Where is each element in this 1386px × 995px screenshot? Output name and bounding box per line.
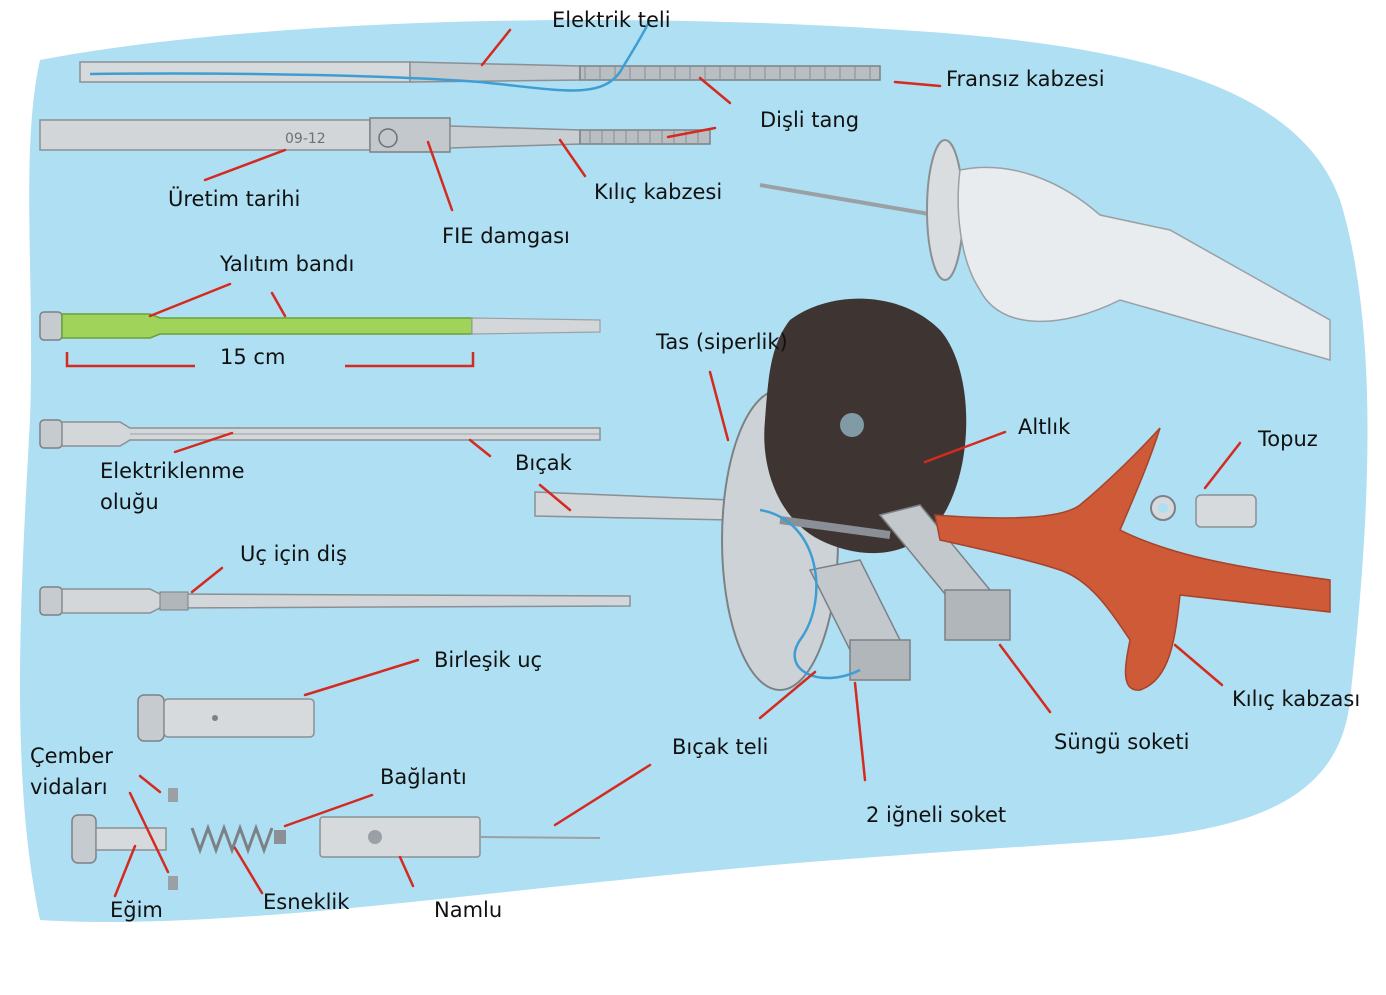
label-cember-vidalari-line1: Çember [30, 741, 113, 772]
label-fie-damgasi: FIE damgası [442, 224, 570, 248]
label-15-cm: 15 cm [220, 345, 285, 369]
label-kilic-kabzasi: Kılıç kabzası [1232, 687, 1360, 711]
label-tas-siperlik: Tas (siperlik) [656, 330, 788, 354]
stamp-text: 09-12 [285, 131, 326, 147]
label-disli-tang: Dişli tang [760, 108, 859, 132]
label-elektriklenme-olugu-line1: Elektriklenme [100, 456, 245, 487]
label-bicak: Bıçak [515, 451, 572, 475]
label-cember-vidalari: Çember vidaları [30, 741, 113, 803]
label-bicak-teli: Bıçak teli [672, 735, 768, 759]
label-elektriklenme-olugu-line2: oluğu [100, 487, 245, 518]
label-baglanti: Bağlantı [380, 765, 467, 789]
label-kilic-kabzesi: Kılıç kabzesi [594, 180, 722, 204]
label-elektrik-teli: Elektrik teli [552, 8, 671, 32]
label-egim: Eğim [110, 898, 163, 922]
label-altlik: Altlık [1018, 415, 1070, 439]
label-birlesik-uc: Birleşik uç [434, 648, 542, 672]
label-sungu-soketi: Süngü soketi [1054, 730, 1189, 754]
label-fransiz-kabzesi: Fransız kabzesi [946, 67, 1105, 91]
label-uretim-tarihi: Üretim tarihi [168, 187, 300, 211]
label-yalitim-bandi: Yalıtım bandı [220, 252, 354, 276]
label-esneklik: Esneklik [263, 890, 349, 914]
label-namlu: Namlu [434, 898, 502, 922]
label-elektriklenme-olugu: Elektriklenme oluğu [100, 456, 245, 518]
label-topuz: Topuz [1258, 427, 1318, 451]
combined-point-part [138, 695, 314, 741]
label-2-igneli-soket: 2 iğneli soket [866, 803, 1006, 827]
label-cember-vidalari-line2: vidaları [30, 772, 113, 803]
label-uc-icin-dis: Uç için diş [240, 542, 347, 566]
